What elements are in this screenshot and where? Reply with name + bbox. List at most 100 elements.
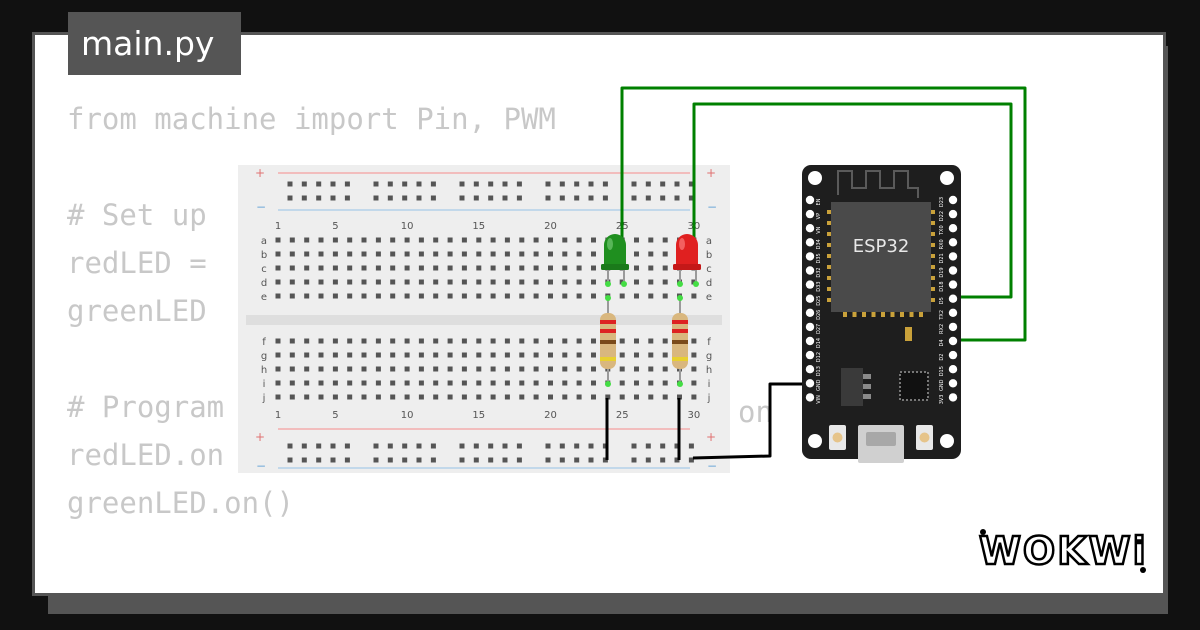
- breadboard-hole: [634, 265, 639, 271]
- header-pin[interactable]: [948, 379, 958, 388]
- breadboard-hole: [447, 352, 453, 358]
- breadboard-hole: [562, 279, 568, 285]
- code-fragment: on: [738, 395, 773, 429]
- breadboard-hole: [634, 251, 639, 257]
- breadboard-hole: [330, 443, 336, 449]
- header-pin[interactable]: [948, 280, 958, 289]
- header-pin[interactable]: [805, 350, 815, 360]
- header-pin[interactable]: [948, 266, 958, 275]
- breadboard-hole: [287, 195, 293, 201]
- breadboard-hole: [416, 181, 422, 187]
- breadboard-hole: [404, 251, 410, 257]
- header-pin[interactable]: [948, 308, 958, 317]
- breadboard-hole: [490, 279, 496, 285]
- breadboard-hole: [691, 380, 697, 386]
- breadboard-hole: [275, 352, 281, 358]
- wire-green-d4[interactable]: [620, 86, 1027, 342]
- breadboard-hole: [433, 380, 439, 386]
- regulator-lead: [863, 374, 871, 379]
- header-pin[interactable]: [805, 266, 815, 275]
- breadboard-hole: [688, 443, 694, 449]
- header-pin[interactable]: [805, 252, 815, 261]
- breadboard-hole: [447, 293, 453, 299]
- breadboard-hole: [545, 443, 551, 449]
- code-line: # Program: [67, 390, 225, 424]
- breadboard-hole: [289, 251, 295, 257]
- red-led[interactable]: [673, 234, 701, 284]
- header-pin[interactable]: [805, 365, 815, 374]
- breadboard-hole: [619, 380, 625, 386]
- breadboard-hole: [688, 457, 694, 463]
- breadboard-hole: [562, 352, 568, 358]
- column-number: 15: [472, 221, 485, 232]
- header-pin[interactable]: [805, 195, 815, 205]
- file-tab[interactable]: main.py: [68, 12, 241, 75]
- breadboard-hole: [591, 293, 596, 299]
- header-pin[interactable]: [948, 336, 958, 346]
- resistor[interactable]: [672, 298, 688, 384]
- breadboard-hole: [447, 251, 453, 257]
- esp32-board[interactable]: ESP32 ENVPVND34D35D32D33D25D26D27D14D12D…: [802, 165, 961, 463]
- row-letter: d: [706, 278, 712, 289]
- breadboard-hole: [404, 265, 410, 271]
- breadboard-hole: [390, 338, 396, 344]
- breadboard-hole: [533, 338, 539, 344]
- header-pin[interactable]: [948, 322, 958, 332]
- breadboard-hole: [390, 352, 396, 358]
- header-pin[interactable]: [805, 336, 815, 346]
- chip-pad: [930, 287, 935, 291]
- chip-pad: [881, 311, 885, 317]
- connection-dot: [677, 381, 683, 387]
- pin-label: D12: [816, 352, 822, 362]
- breadboard-hole: [602, 457, 608, 463]
- wire-black-gnd-esp32[interactable]: [692, 382, 812, 460]
- wire-green-d5[interactable]: [692, 102, 1013, 299]
- header-pin[interactable]: [948, 252, 958, 261]
- header-pin[interactable]: [805, 224, 815, 233]
- header-pin[interactable]: [948, 365, 958, 374]
- breadboard-hole: [548, 352, 553, 358]
- breadboard-hole: [416, 457, 422, 463]
- green-led[interactable]: [601, 234, 629, 284]
- header-pin[interactable]: [948, 224, 958, 233]
- header-pin[interactable]: [805, 308, 815, 317]
- row-letter: i: [263, 379, 266, 390]
- header-pin[interactable]: [948, 294, 958, 303]
- breadboard-hole: [461, 338, 467, 344]
- pin-label: VP: [816, 213, 822, 219]
- resistor-band: [600, 320, 616, 324]
- wokwi-logo[interactable]: WOKWi: [977, 524, 1149, 578]
- resistor[interactable]: [600, 298, 616, 384]
- header-pin[interactable]: [805, 379, 815, 388]
- breadboard-hole: [562, 237, 568, 243]
- header-pin[interactable]: [805, 238, 815, 247]
- column-number: 15: [472, 410, 485, 421]
- breadboard-hole: [662, 293, 668, 299]
- pin-label: D19: [939, 267, 945, 277]
- header-pin[interactable]: [948, 393, 958, 402]
- breadboard-hole: [574, 443, 580, 449]
- breadboard-hole: [418, 251, 424, 257]
- row-letter: f: [707, 337, 711, 348]
- rail-minus-sign: −: [256, 200, 266, 214]
- header-pin[interactable]: [805, 393, 815, 402]
- header-pin[interactable]: [805, 322, 815, 332]
- header-pin[interactable]: [805, 294, 815, 303]
- breadboard-hole: [301, 181, 307, 187]
- header-pin[interactable]: [948, 238, 958, 247]
- header-pin[interactable]: [805, 209, 815, 219]
- header-pin[interactable]: [948, 350, 958, 360]
- breadboard-hole: [548, 237, 553, 243]
- breadboard-hole: [519, 237, 525, 243]
- chip-pad: [827, 232, 832, 236]
- breadboard-hole: [318, 265, 324, 271]
- breadboard-hole: [402, 457, 408, 463]
- header-pin[interactable]: [948, 209, 958, 219]
- header-pin[interactable]: [948, 195, 958, 205]
- header-pin[interactable]: [805, 280, 815, 289]
- breadboard-hole: [390, 251, 396, 257]
- breadboard-hole: [318, 380, 324, 386]
- breadboard-hole: [545, 195, 551, 201]
- code-line: greenLED.on(): [67, 486, 294, 520]
